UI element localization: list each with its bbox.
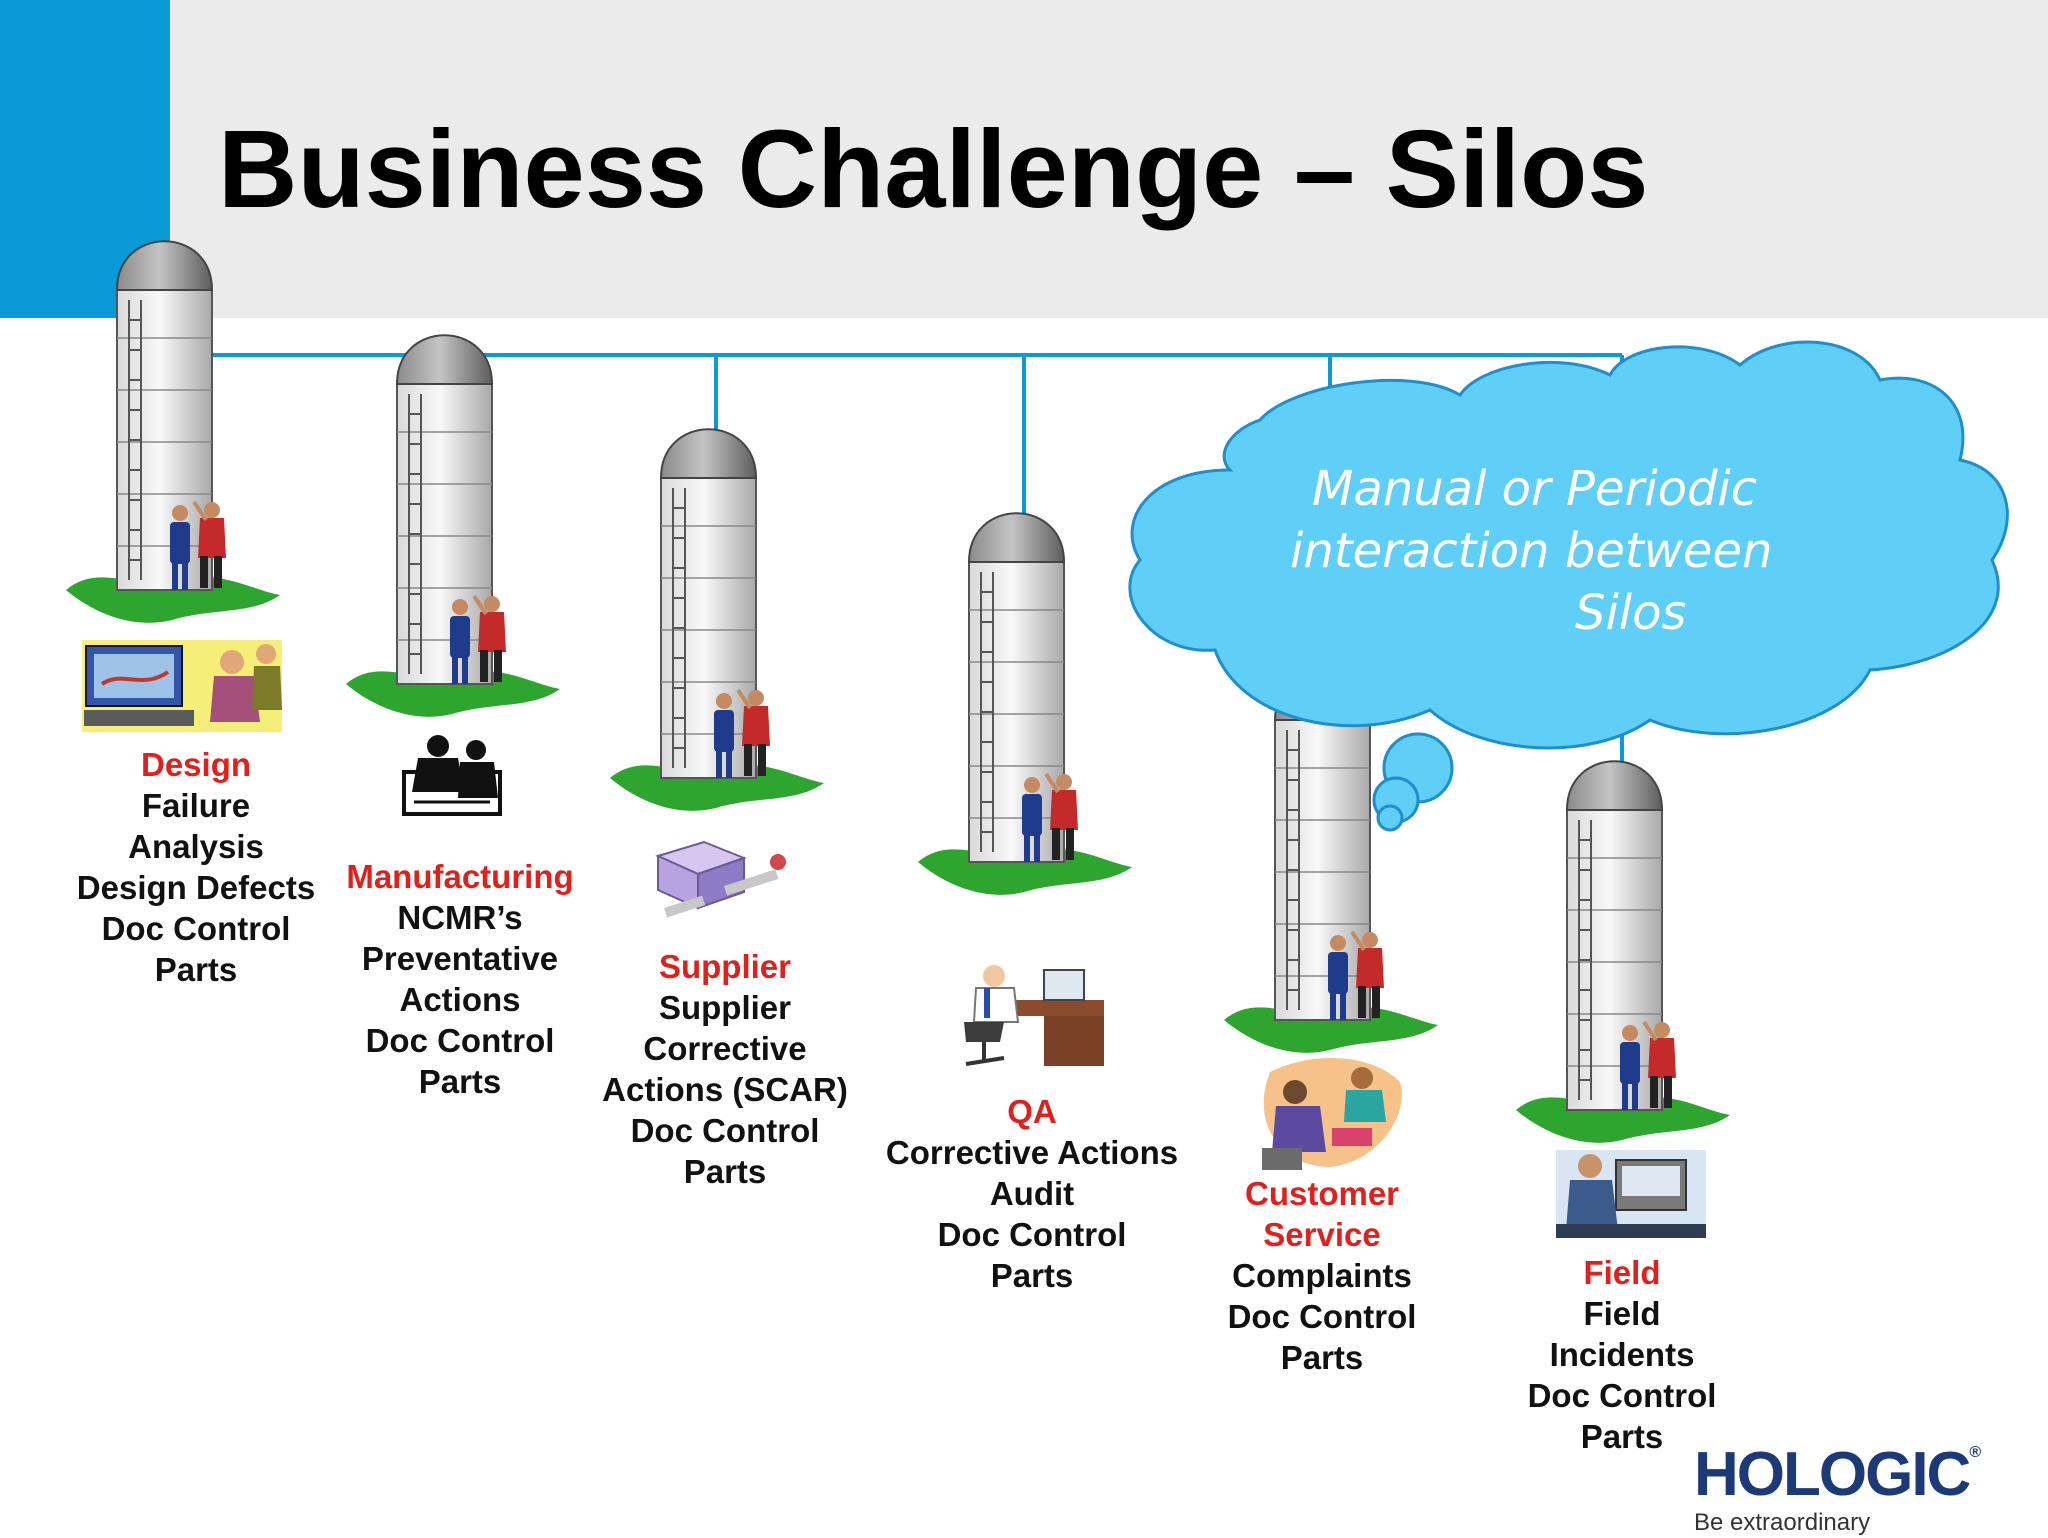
silo-item: Actions — [399, 981, 521, 1018]
qa-label: QA Corrective Actions Audit Doc Control … — [877, 1091, 1187, 1296]
department-title: QA — [1007, 1093, 1057, 1130]
department-title: Field — [1583, 1254, 1661, 1291]
silo-item: Doc Control — [1227, 1298, 1417, 1335]
cloud-caption: Manual or Periodic interaction between S… — [1290, 458, 1810, 644]
silo-item: Doc Control — [937, 1216, 1127, 1253]
silo-supplier — [608, 427, 826, 813]
silo-customer-service — [1222, 669, 1440, 1055]
silo-item: Corrective — [643, 1030, 807, 1067]
supplier-label: Supplier Supplier Corrective Actions (SC… — [570, 946, 880, 1192]
supplier-boxes-icon — [655, 840, 786, 918]
silo-item: Parts — [990, 1257, 1074, 1294]
silo-item: Doc Control — [1527, 1377, 1717, 1414]
silo-manufacturing — [344, 333, 562, 719]
customer-service-icon — [1262, 1058, 1402, 1170]
silo-item: Doc Control — [630, 1112, 820, 1149]
manufacturing-label: Manufacturing NCMR’s Preventative Action… — [305, 856, 615, 1102]
silo-item: Design Defects — [76, 869, 316, 906]
design-label: Design Failure Analysis Design Defects D… — [41, 744, 351, 990]
department-title-line-2: Service — [1263, 1216, 1381, 1253]
header-banner — [0, 0, 2048, 318]
silo-item: Corrective Actions — [885, 1134, 1179, 1171]
silo-item: Complaints — [1232, 1257, 1412, 1294]
silo-item: Field — [1583, 1295, 1661, 1332]
silo-item: Incidents — [1549, 1336, 1695, 1373]
field-technician-icon — [1556, 1150, 1706, 1238]
department-title: Manufacturing — [346, 858, 574, 895]
thought-cloud — [1128, 340, 2009, 832]
logo-wordmark: HOLOGIC® — [1694, 1440, 1982, 1509]
silo-item: Doc Control — [365, 1022, 555, 1059]
hologic-logo: HOLOGIC® Be extraordinary — [1694, 1418, 1994, 1538]
silo-item: Actions (SCAR) — [602, 1071, 848, 1108]
silo-item: Parts — [418, 1063, 502, 1100]
silo-item: Analysis — [128, 828, 264, 865]
silo-item: Doc Control — [101, 910, 291, 947]
customer-service-label: Customer Service Complaints Doc Control … — [1167, 1173, 1477, 1378]
department-title: Supplier — [658, 948, 792, 985]
department-title: Customer — [1244, 1175, 1400, 1212]
silo-item: Preventative — [361, 940, 559, 977]
silo-item: Parts — [1280, 1339, 1364, 1376]
silo-item: Audit — [989, 1175, 1075, 1212]
cloud-line-1: Manual or Periodic — [1312, 461, 1758, 517]
silo-item: NCMR’s — [397, 899, 523, 936]
department-title: Design — [140, 746, 252, 783]
cloud-line-2: interaction between — [1290, 523, 1773, 579]
silo-item: Failure — [141, 787, 251, 824]
qa-desk-icon — [964, 965, 1104, 1066]
silo-qa — [916, 511, 1134, 897]
field-label: Field Field Incidents Doc Control Parts — [1467, 1252, 1777, 1457]
silo-item: Parts — [683, 1153, 767, 1190]
manufacturing-workers-icon — [402, 735, 502, 816]
design-workstation-icon — [82, 640, 282, 732]
silo-field — [1514, 759, 1732, 1145]
silo-item: Supplier — [658, 989, 792, 1026]
silo-design — [64, 239, 282, 625]
slide-title: Business Challenge – Silos — [218, 108, 1649, 231]
silo-item: Parts — [1580, 1418, 1664, 1455]
logo-tagline: Be extraordinary — [1694, 1509, 1871, 1536]
cloud-line-3: Silos — [1575, 585, 1687, 641]
silo-item: Parts — [154, 951, 238, 988]
